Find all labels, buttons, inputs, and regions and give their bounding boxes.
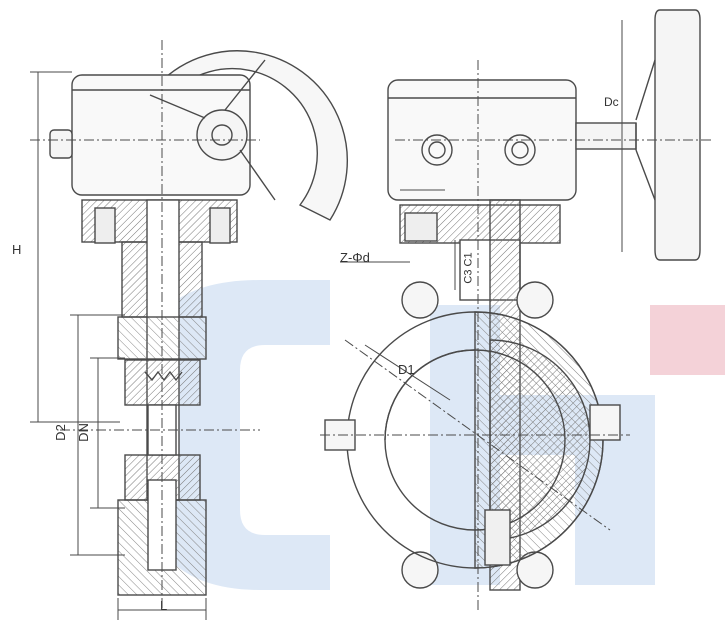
label-flange-diameter: D2: [52, 424, 68, 441]
label-bolt-holes: Z-Φd: [340, 250, 370, 265]
label-nominal-diameter: DN: [75, 423, 91, 442]
label-face-to-face: L: [160, 598, 168, 613]
right-view: [320, 9, 712, 610]
label-disc-diameter: D1: [398, 362, 415, 377]
handwheel-side: [654, 9, 701, 261]
label-handwheel-diameter: Dc: [604, 95, 619, 109]
left-view: [30, 40, 348, 620]
label-stem-dims: C3 C1: [462, 252, 475, 284]
label-height: H: [12, 242, 22, 257]
